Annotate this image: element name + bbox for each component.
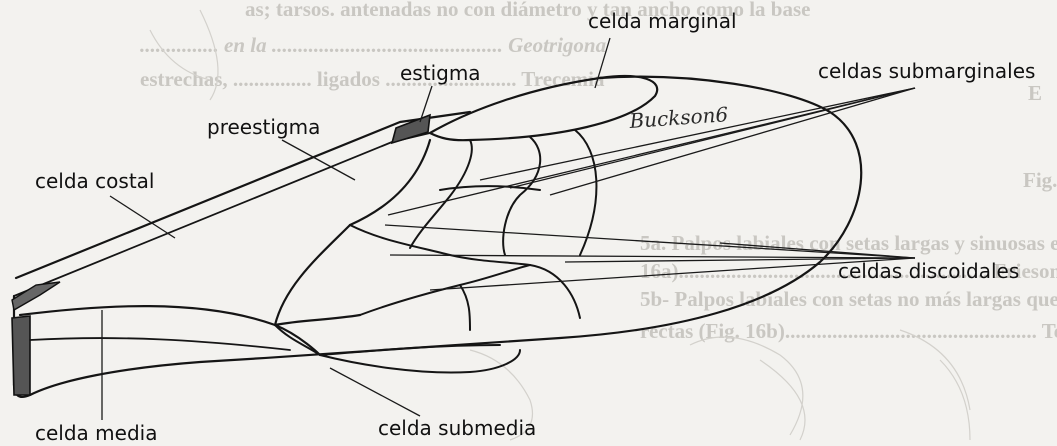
label-celda-marginal: celda marginal bbox=[588, 9, 737, 33]
label-celda-media: celda media bbox=[35, 421, 157, 445]
subcosta-vein bbox=[14, 133, 430, 296]
label-celdas-submarginales: celdas submarginales bbox=[818, 59, 1035, 83]
bg-line-7: 5b- Palpos labiales con setas no más lar… bbox=[640, 287, 1057, 311]
label-celdas-discoidales: celdas discoidales bbox=[838, 259, 1019, 283]
label-celda-costal: celda costal bbox=[35, 169, 154, 193]
discoidal-cell-1 bbox=[275, 225, 360, 325]
submedia-vein bbox=[275, 325, 500, 355]
submarginal-vein-1 bbox=[350, 140, 430, 225]
anal-vein bbox=[30, 338, 290, 350]
discoidal-cell-4 bbox=[460, 285, 470, 330]
label-estigma: estigma bbox=[400, 61, 481, 85]
basal-hatched-rect bbox=[12, 316, 30, 395]
label-preestigma: preestigma bbox=[207, 115, 320, 139]
bg-line-8: rectas (Fig. 16b).......................… bbox=[640, 319, 1057, 343]
submarginal-cell-2 bbox=[503, 137, 540, 255]
stigma-mark bbox=[392, 115, 430, 143]
bg-e-char: E bbox=[1028, 81, 1042, 105]
discoidal-cell-3 bbox=[360, 265, 530, 315]
bg-line-2: ............... en la ..................… bbox=[140, 33, 606, 57]
bg-line-5: 5a. Palpos labiales con setas largas y s… bbox=[640, 231, 1057, 255]
basal-hatched-mark bbox=[12, 282, 60, 310]
discoidal-cell-5 bbox=[530, 265, 580, 318]
submarginal-cell-3 bbox=[575, 130, 596, 255]
bg-line-3: estrechas, ............... ligados .....… bbox=[140, 67, 605, 91]
bg-side-label: Fig. 15. bbox=[1023, 168, 1057, 192]
submarginal-cell-1 bbox=[410, 140, 472, 248]
label-celda-submedia: celda submedia bbox=[378, 416, 536, 440]
